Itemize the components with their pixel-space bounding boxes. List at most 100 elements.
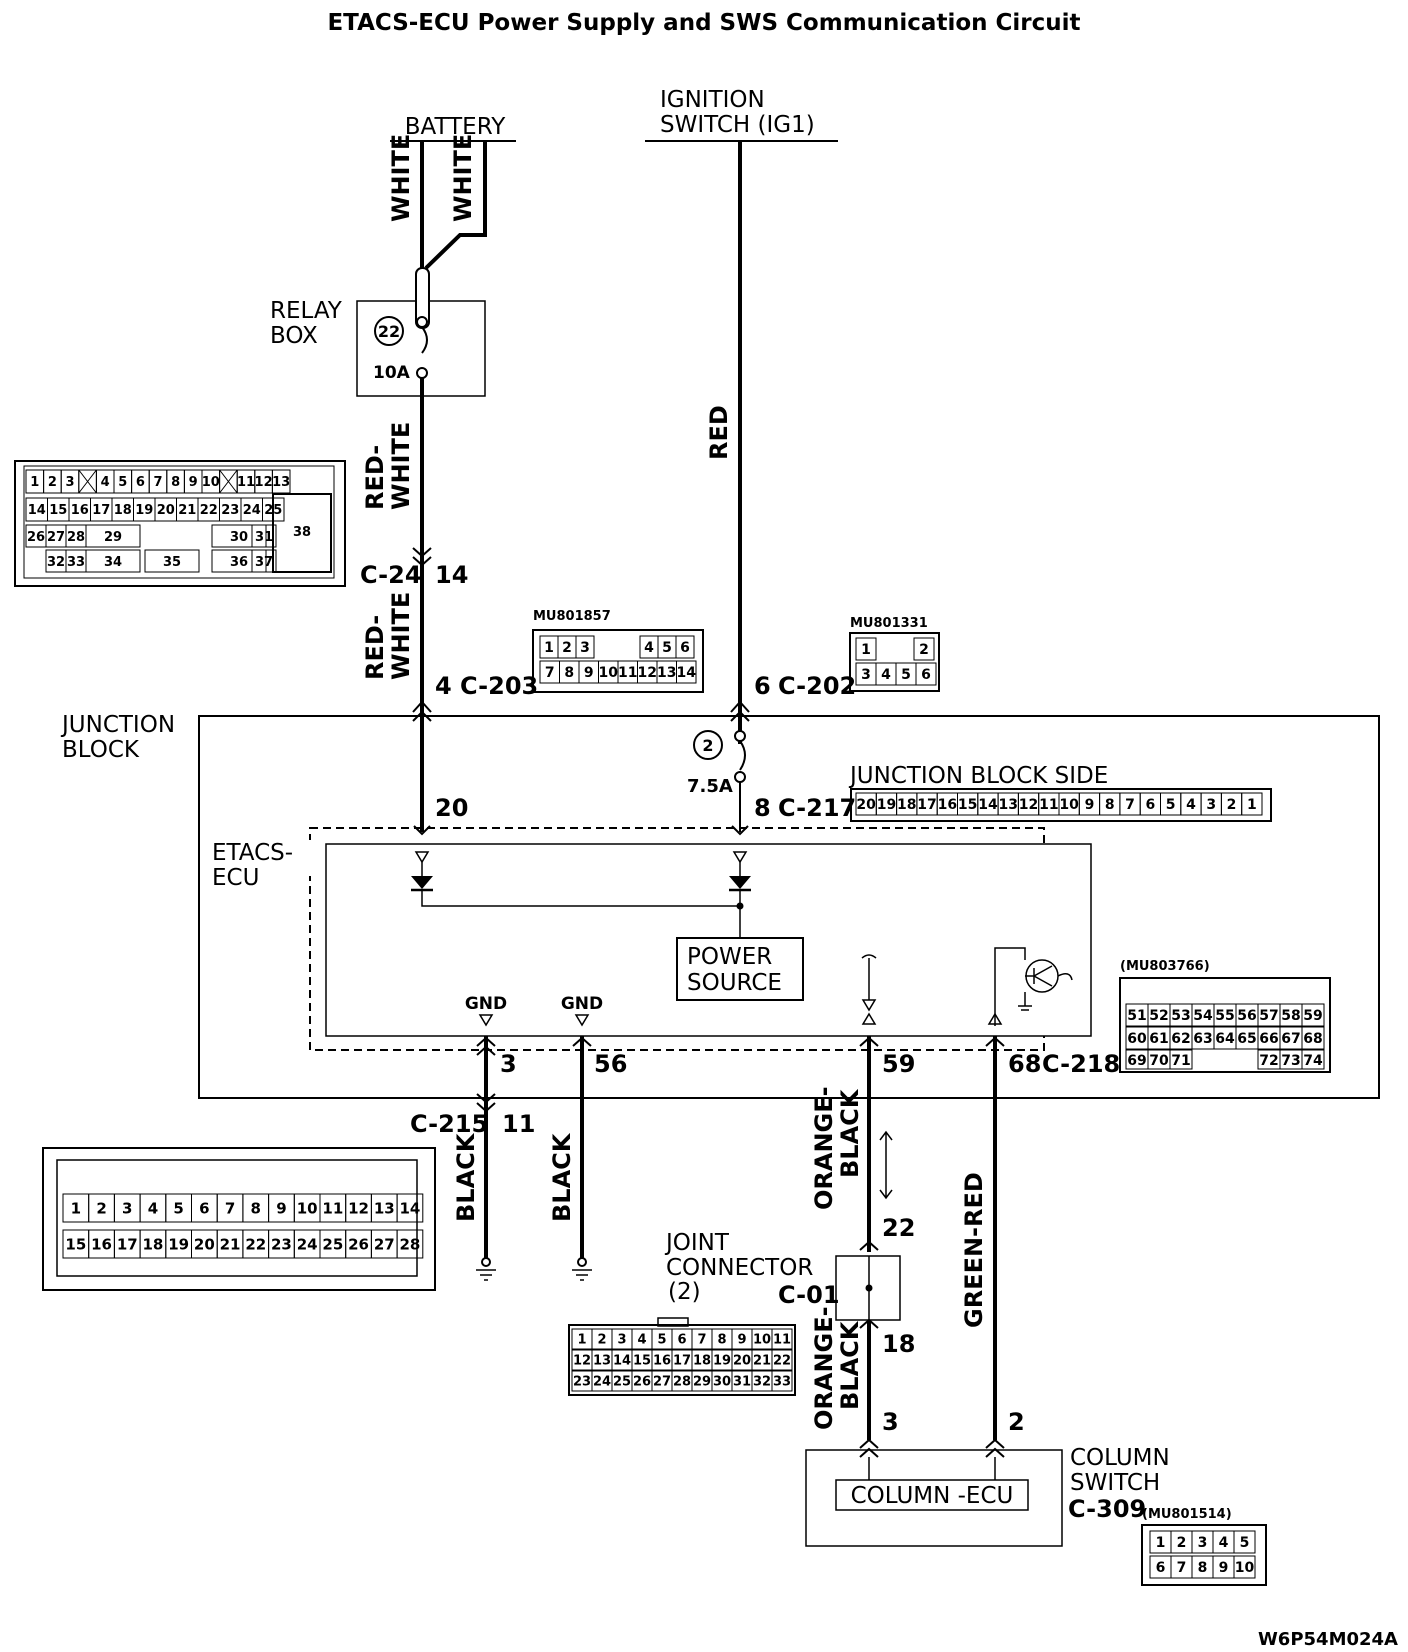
joint-connector-node — [865, 1284, 873, 1292]
c203-row2-pin-label: 10 — [599, 665, 619, 681]
c215-row2-cell — [396, 1229, 424, 1259]
c309-row1-cell — [1233, 1530, 1256, 1554]
c218-row2-pin-label: 62 — [1171, 1031, 1190, 1047]
c203-row2-pin-label: 8 — [564, 665, 574, 681]
joint-connector-label-2: CONNECTOR — [666, 1255, 813, 1281]
c218-row1-cell — [1301, 1003, 1325, 1027]
c215-row1-pin-label: 7 — [225, 1199, 235, 1217]
c215-row2-pin-label: 19 — [168, 1235, 189, 1253]
c215-row2-pin-label: 28 — [400, 1235, 421, 1253]
c203-row2-pin-label: 9 — [584, 665, 594, 681]
relay-box-label-1: RELAY — [270, 298, 343, 324]
sws-internal — [861, 947, 1073, 1026]
power-source-box — [676, 937, 804, 1001]
wire-color-red-white-1a: RED- — [361, 445, 389, 510]
c24-row1-pin-label: 7 — [153, 475, 162, 490]
c215-row1-pin-label: 10 — [297, 1199, 318, 1217]
c215-row2-pin-label: 24 — [297, 1235, 318, 1253]
c203-row1-pin-label: 5 — [662, 640, 672, 656]
c24-row1-pin-label: 10 — [202, 475, 220, 490]
c309-row2-pin-label: 7 — [1177, 1560, 1187, 1576]
c217-cell — [1241, 792, 1263, 816]
c24-row1-pin-label: 5 — [118, 475, 127, 490]
ignition-source: IGNITION SWITCH (IG1) — [645, 87, 838, 142]
c01-row3-pin-label: 32 — [753, 1375, 771, 1390]
c202-row2-pin-label: 6 — [921, 667, 931, 683]
c01-row2-pin-label: 15 — [633, 1354, 651, 1369]
c217-pin: 8 — [754, 794, 771, 822]
c24-row2-pin-label: 19 — [135, 503, 153, 518]
c215-row1-pin-label: 8 — [251, 1199, 261, 1217]
c309-row1-pin-label: 3 — [1198, 1535, 1208, 1551]
c217-pin-label: 20 — [856, 797, 876, 813]
c01-row2-pin-label: 20 — [733, 1354, 751, 1369]
c01-row1-pin-label: 3 — [617, 1333, 626, 1348]
c217-pin-label: 4 — [1186, 797, 1196, 813]
c01-row1-pin-label: 2 — [597, 1333, 606, 1348]
c203-row1-cell — [675, 635, 695, 659]
c202-code: C-202 — [778, 672, 856, 700]
c215-row1-pin-label: 2 — [96, 1199, 106, 1217]
c24-row4-cell — [251, 549, 277, 573]
figure-code: W6P54M024A — [1258, 1629, 1398, 1650]
wire-color-orange-black-2b: BLACK — [836, 1320, 864, 1410]
c217-pin-label: 16 — [938, 797, 957, 813]
c215-row2-pin-label: 20 — [194, 1235, 215, 1253]
c24-terminal — [412, 547, 432, 567]
c202-row1-cell — [855, 637, 877, 661]
column-switch-box — [805, 1449, 1063, 1547]
c217-pin-label: 5 — [1166, 797, 1176, 813]
c215-row1-pin-label: 3 — [122, 1199, 132, 1217]
battery-source: BATTERY — [390, 114, 516, 142]
joint-connector-label-3: (2) — [668, 1279, 701, 1305]
jb-pin-20: 20 — [435, 794, 468, 822]
c24-row3-pin-label: 28 — [67, 530, 85, 545]
c24-row2-pin-label: 14 — [28, 503, 46, 518]
bidirectional-arrow — [879, 1130, 893, 1200]
c215-row2-pin-label: 26 — [348, 1235, 369, 1253]
c24-row3-cell — [211, 524, 267, 548]
gnd-marker-1 — [478, 1014, 494, 1027]
ignition-label-2: SWITCH (IG1) — [660, 112, 815, 138]
c218-row3-cell — [1301, 1049, 1325, 1070]
c217-pin-label: 14 — [978, 797, 998, 813]
c218-row1-pin-label: 55 — [1215, 1008, 1234, 1024]
wire-color-orange-black-1b: BLACK — [836, 1088, 864, 1178]
c24-pin: 14 — [435, 561, 468, 589]
c24-row1-blank-cell — [78, 469, 97, 494]
c24-row3-pin-label: 29 — [104, 530, 122, 545]
c203-row1-pin-label: 3 — [580, 640, 590, 656]
c217-code: C-217 — [778, 794, 856, 822]
c24-row3-pin-label: 27 — [47, 530, 65, 545]
c218-row2-pin-label: 60 — [1127, 1031, 1147, 1047]
c24-row2-pin-label: 22 — [200, 503, 218, 518]
c203-pin: 4 — [435, 672, 452, 700]
c217-pin-label: 7 — [1125, 797, 1135, 813]
joint-connector-code: C-01 — [778, 1281, 840, 1309]
wire-color-orange-black-2a: ORANGE- — [810, 1306, 838, 1430]
c01-row1-pin-label: 4 — [637, 1333, 646, 1348]
battery-label: BATTERY — [405, 114, 506, 140]
c01-row1-pin-label: 11 — [773, 1333, 791, 1348]
c01-row3-pin-label: 31 — [733, 1375, 751, 1390]
c309-row2-pin-label: 9 — [1219, 1560, 1229, 1576]
etacs-label-gap — [303, 840, 312, 876]
c24-row2-pin-label: 16 — [71, 503, 89, 518]
c218-row1-pin-label: 53 — [1171, 1008, 1190, 1024]
c01-row3-pin-label: 25 — [613, 1375, 631, 1390]
wire-color-red-white-2a: RED- — [361, 615, 389, 680]
c01-row3-pin-label: 28 — [673, 1375, 691, 1390]
c01-row1-pin-label: 7 — [697, 1333, 706, 1348]
c218-row2-pin-label: 68 — [1303, 1031, 1322, 1047]
bottom-wires — [476, 1036, 1005, 1440]
c24-row4-pin-label: 36 — [230, 555, 248, 570]
c24-row3-pin-label: 38 — [293, 525, 311, 540]
c309-row2-pin-label: 8 — [1198, 1560, 1208, 1576]
junction-block-frame — [198, 715, 1380, 1099]
wire-color-white-1: WHITE — [387, 134, 415, 222]
c218-row3-pin-label: 73 — [1281, 1053, 1300, 1069]
c203-row1-pin-label: 6 — [680, 640, 690, 656]
